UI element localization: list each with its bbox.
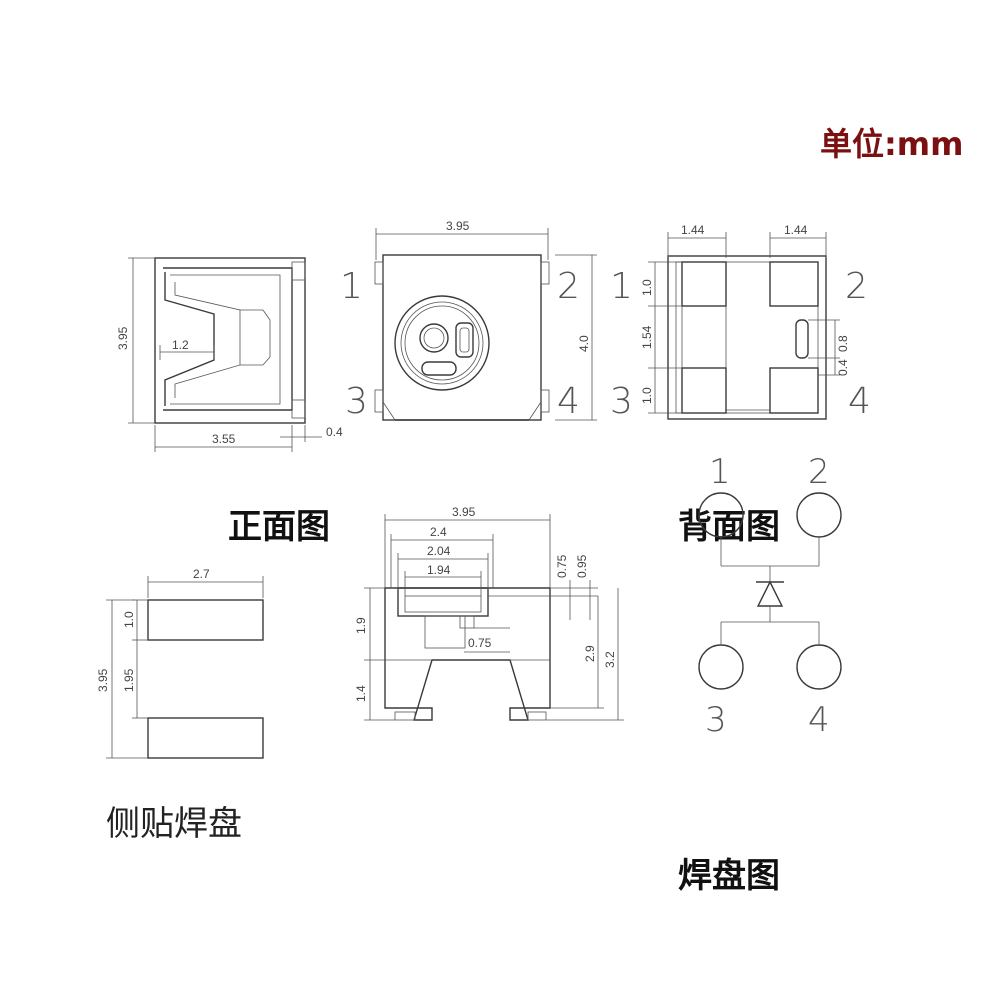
section-w3-dim: 2.04 <box>427 544 451 558</box>
section-lead-dim: 0.75 <box>468 636 492 650</box>
back-pin-1: 1 <box>610 266 633 307</box>
pad-2-circle <box>796 492 842 538</box>
section-width-dim: 3.95 <box>452 505 476 519</box>
front-pin-4: 4 <box>557 381 580 422</box>
side-slot-dim: 1.2 <box>172 338 189 352</box>
side-width-dim: 3.55 <box>212 432 236 446</box>
front-view: 3.95 4.0 1 2 3 4 <box>340 219 597 422</box>
pad-pin-4: 4 <box>808 700 830 740</box>
pad-diagram-caption: 焊盘图 <box>678 856 780 896</box>
side-view: 3.95 1.2 3.55 0.4 <box>116 257 343 452</box>
front-height-dim: 4.0 <box>577 335 591 352</box>
pad-4-circle <box>796 644 842 690</box>
side-tab-dim: 0.4 <box>326 425 343 439</box>
back-window-dim: 0.8 <box>836 335 850 352</box>
section-w4-dim: 1.94 <box>427 563 451 577</box>
back-right-dim: 1.44 <box>784 223 808 237</box>
pad-top-dim: 1.0 <box>122 611 136 628</box>
back-view: 1.44 1.44 1.0 1.54 1.0 0.8 0.4 1 2 3 4 <box>610 223 871 422</box>
back-pin-4: 4 <box>848 381 871 422</box>
front-pin-2: 2 <box>557 266 580 307</box>
section-upper-dim: 1.9 <box>354 617 368 634</box>
back-pin-2: 2 <box>845 266 868 307</box>
pad-circuit: 1 2 3 4 <box>698 452 842 740</box>
pad-pin-3: 3 <box>705 700 727 740</box>
pad-3-circle <box>698 644 744 690</box>
pad-pin-2: 2 <box>808 452 830 492</box>
back-v1-dim: 1.0 <box>640 279 654 296</box>
section-h2-dim: 0.95 <box>575 554 589 578</box>
pad-mid-dim: 1.95 <box>122 668 136 692</box>
unit-label: 单位:mm <box>820 125 964 163</box>
back-left-dim: 1.44 <box>681 223 705 237</box>
back-v3-dim: 1.0 <box>640 387 654 404</box>
side-height-dim: 3.95 <box>116 326 130 350</box>
section-32-dim: 3.2 <box>603 651 617 668</box>
side-pad-caption: 侧贴焊盘 <box>106 804 242 844</box>
section-29-dim: 2.9 <box>583 645 597 662</box>
side-pad-view: 2.7 1.0 1.95 3.95 <box>96 567 264 759</box>
section-h1-dim: 0.75 <box>555 554 569 578</box>
back-v2-dim: 1.54 <box>640 325 654 349</box>
front-pin-1: 1 <box>340 266 363 307</box>
section-w2-dim: 2.4 <box>430 525 447 539</box>
pad-total-dim: 3.95 <box>96 668 110 692</box>
front-pin-3: 3 <box>345 381 368 422</box>
pad-width-dim: 2.7 <box>193 567 210 581</box>
section-lower-dim: 1.4 <box>354 685 368 702</box>
pad-pin-1: 1 <box>709 452 731 492</box>
back-gap-dim: 0.4 <box>836 359 850 376</box>
back-pin-3: 3 <box>610 381 633 422</box>
front-view-caption: 正面图 <box>228 507 330 547</box>
section-view: 3.95 2.4 2.04 1.94 0.75 0.95 0.75 1.9 1.… <box>354 505 624 721</box>
diode-symbol <box>756 580 784 607</box>
front-width-dim: 3.95 <box>446 219 470 233</box>
back-view-caption: 背面图 <box>678 507 780 547</box>
